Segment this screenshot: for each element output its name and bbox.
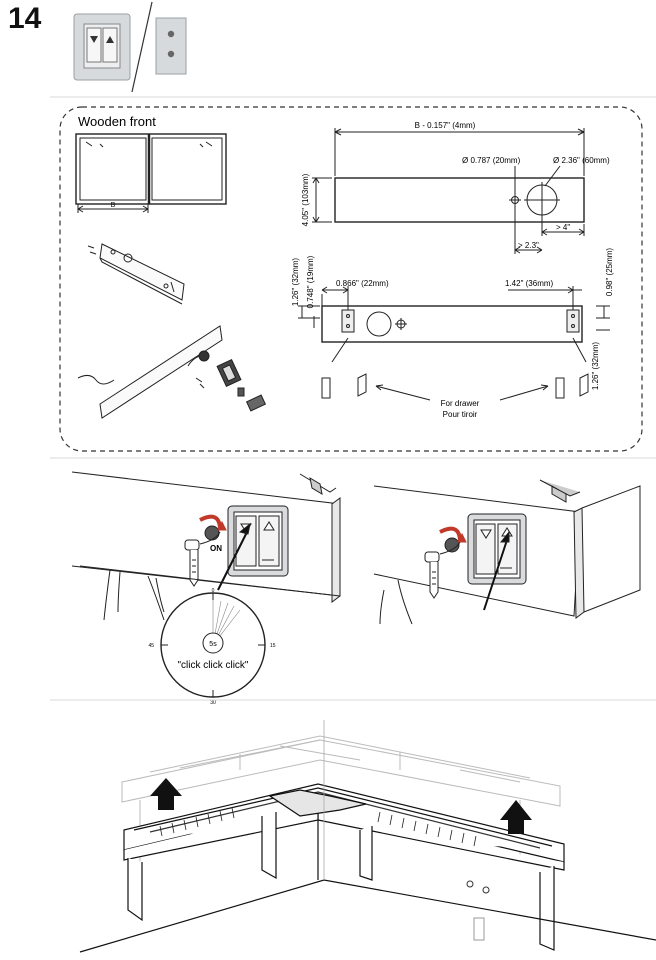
- front-plate-switch-drawing: [77, 325, 267, 419]
- dim-142-label: 1.42" (36mm): [505, 279, 554, 288]
- dim-0748-label: 0.748" (19mm): [306, 255, 315, 308]
- hole-large-label: Ø 2.36" (60mm): [553, 156, 610, 165]
- timer-tick-45: 45: [148, 643, 154, 649]
- lift-arrow-left-icon: [150, 778, 182, 810]
- wall-plate-icon: [155, 17, 187, 75]
- dim-gt4-label: > 4": [556, 223, 570, 232]
- dim-126-left-label: 1.26" (32mm): [291, 258, 300, 307]
- dim-098-label: 0.98" (25mm): [605, 248, 614, 297]
- plate-dimension-drawing: [312, 128, 585, 254]
- cabinet-drawing: [75, 133, 227, 213]
- timer-dial: [160, 592, 266, 698]
- front-plate-drawing: [87, 243, 185, 305]
- dim-height-label: 4.05" (103mm): [301, 173, 310, 226]
- dim-width-label: B - 0.157" (4mm): [415, 121, 476, 130]
- step-number: 14: [8, 2, 42, 35]
- on-label: ON: [210, 544, 222, 553]
- timer-tick-15: 15: [270, 643, 276, 649]
- hole-small-label: Ø 0.787 (20mm): [462, 156, 521, 165]
- timer-tick-30: 30: [210, 700, 216, 706]
- wall-switch-icon: [73, 13, 131, 81]
- drawer-label-fr: Pour tiroir: [443, 410, 478, 419]
- bed-frame-drawing: [79, 720, 656, 953]
- timer-caption: "click click click": [178, 660, 249, 671]
- timer-tick-0: 0: [212, 588, 215, 594]
- switch-scene-right: [373, 479, 641, 625]
- lift-arrow-right-icon: [500, 800, 532, 834]
- plate-hinge-drawing: [298, 286, 610, 401]
- cabinet-b-label: B: [111, 202, 116, 209]
- drawer-label-en: For drawer: [441, 399, 480, 408]
- divider-line: [131, 1, 153, 93]
- wooden-front-title: Wooden front: [78, 114, 156, 129]
- switch-scene-left: [71, 471, 341, 621]
- wooden-front-panel: [59, 106, 643, 452]
- dim-126-right-label: 1.26" (32mm): [591, 342, 600, 391]
- timer-center-label: 5s: [209, 641, 217, 648]
- dim-0866-label: 0.866" (22mm): [336, 279, 389, 288]
- dim-gt23-label: > 2.3": [518, 241, 539, 250]
